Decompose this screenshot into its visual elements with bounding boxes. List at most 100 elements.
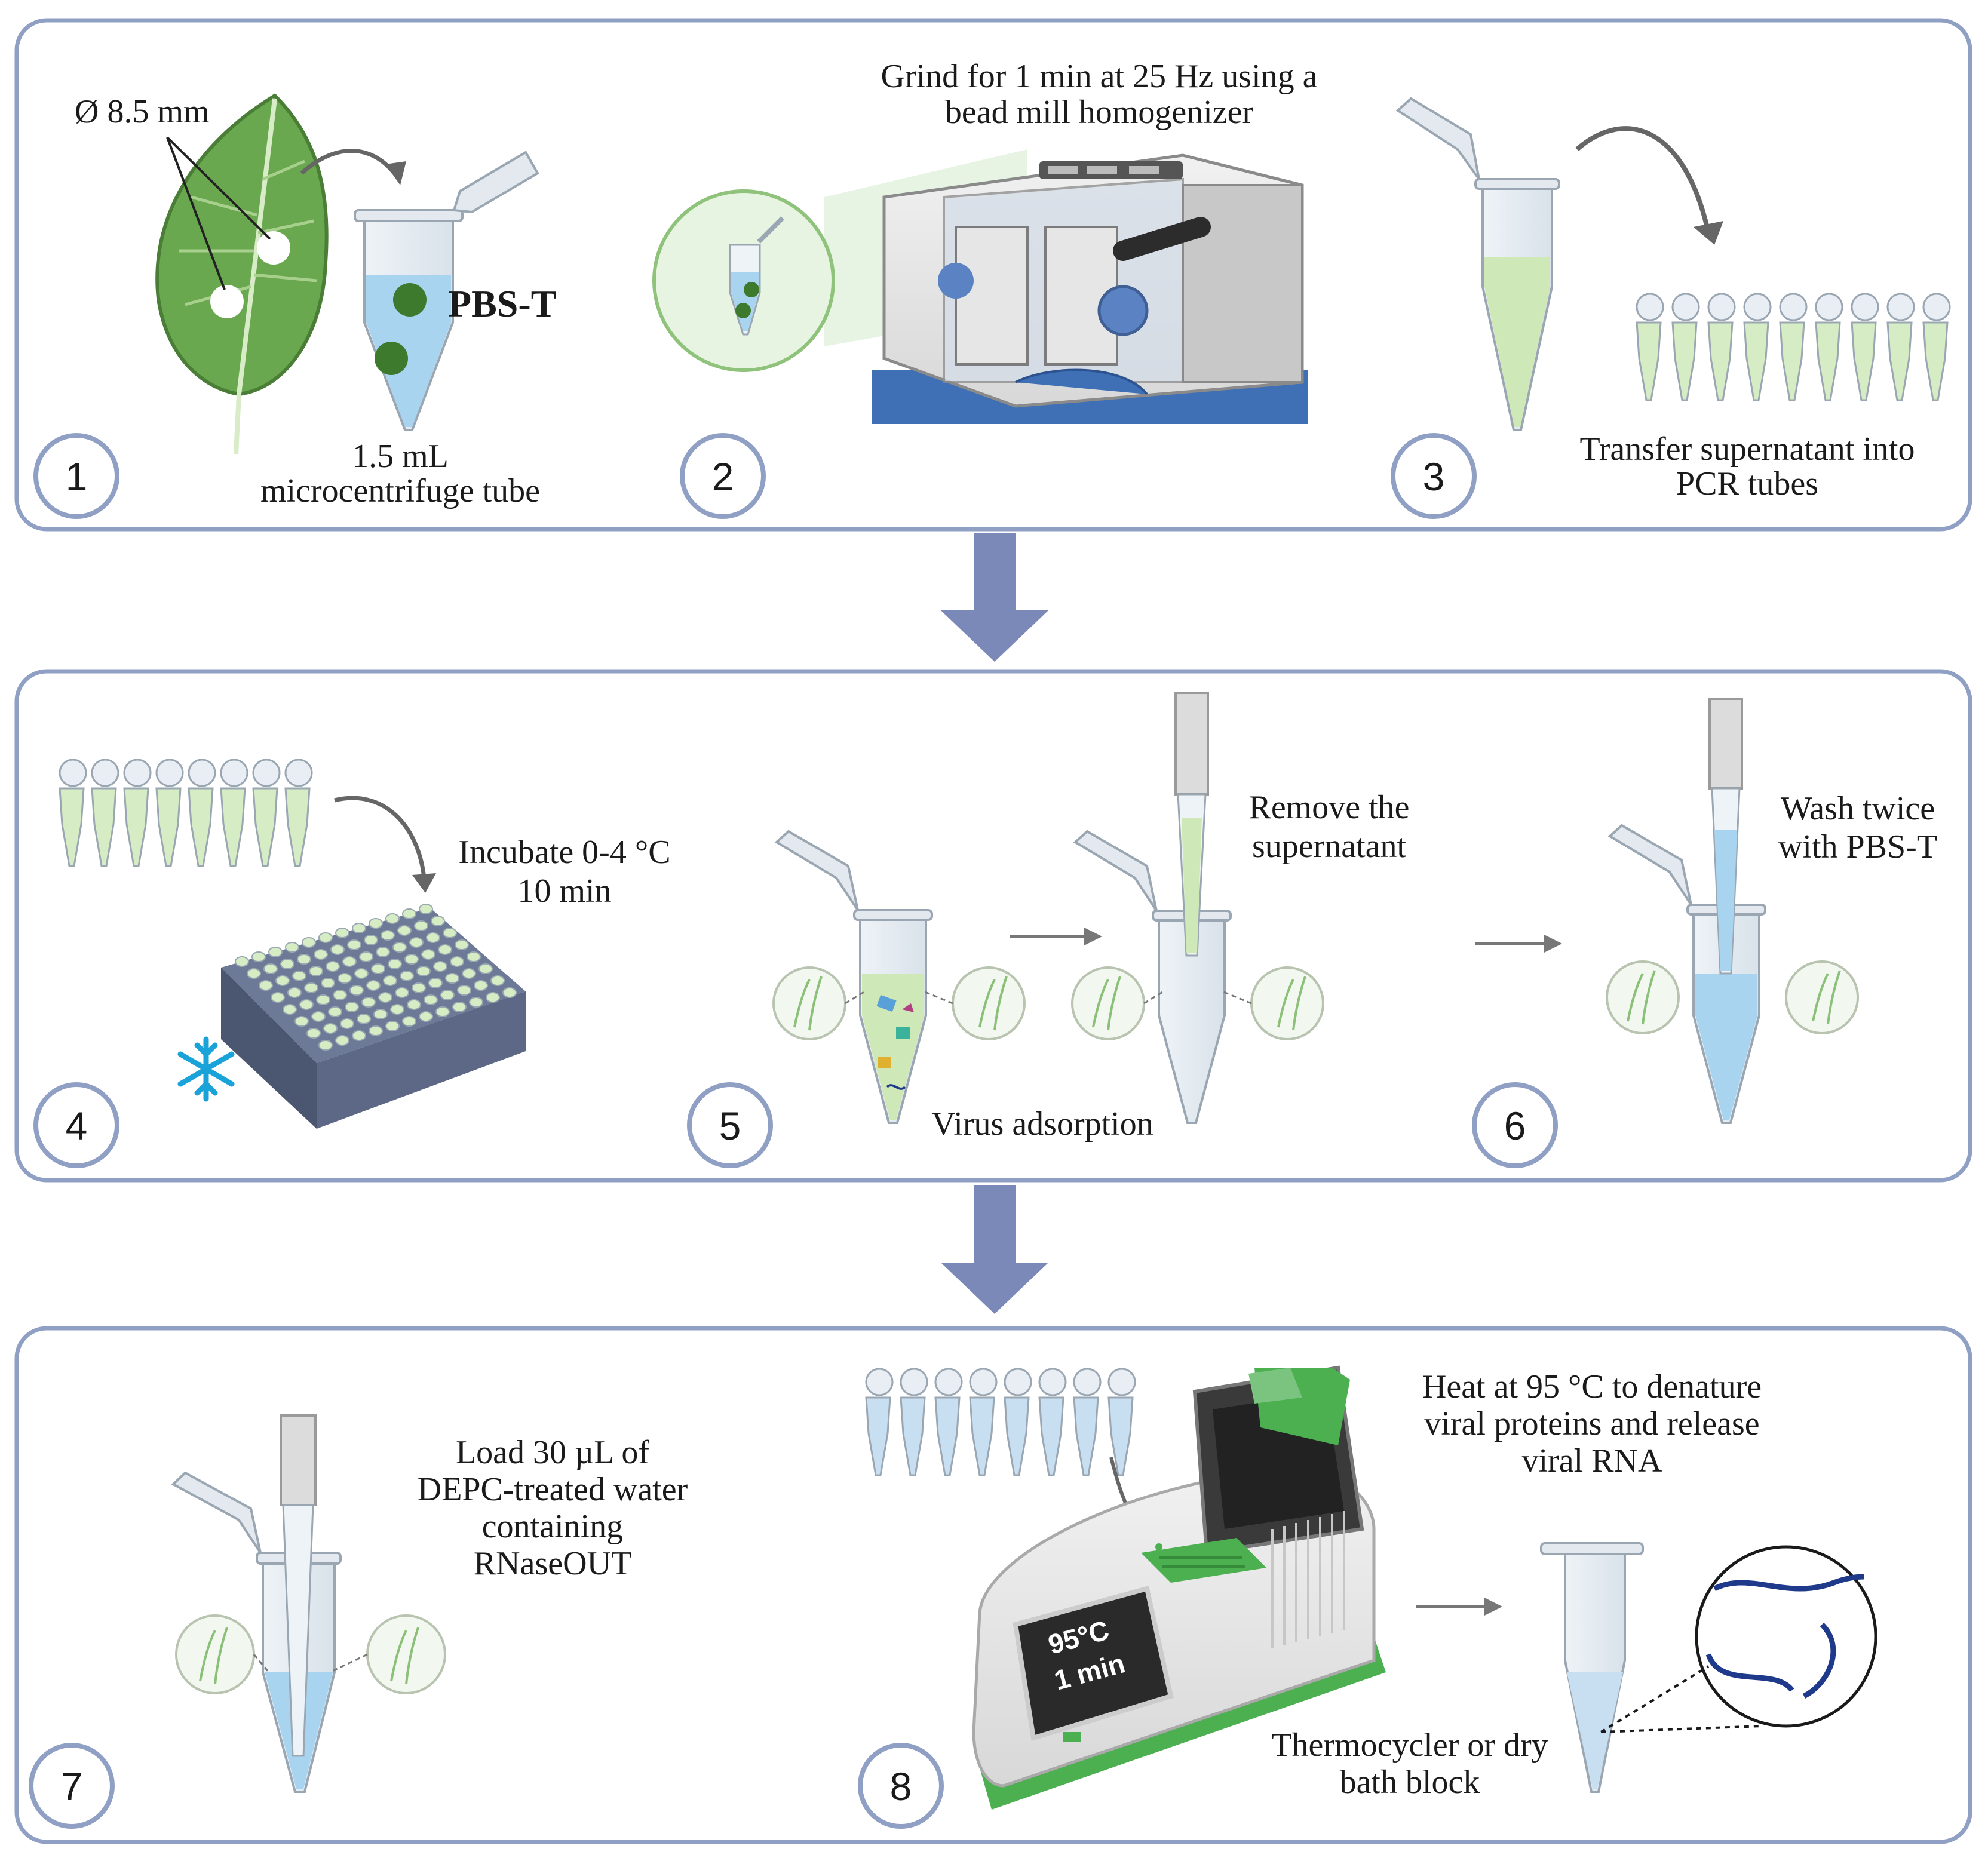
- step-badge-1: 1: [33, 433, 119, 519]
- step-badge-6: 6: [1472, 1082, 1558, 1168]
- pcr-tube: [1038, 1396, 1064, 1476]
- pipette-tube-icon: [1071, 692, 1324, 1124]
- adsorption-tube-icon: [772, 830, 1026, 1124]
- ice-well: [311, 1011, 326, 1022]
- ice-well: [490, 975, 505, 986]
- ice-well: [373, 1009, 388, 1019]
- ice-well: [321, 978, 335, 988]
- ice-well: [259, 980, 273, 991]
- ice-well: [335, 928, 349, 938]
- pcr-tube-cap: [900, 1368, 928, 1396]
- ice-well: [457, 985, 471, 996]
- ice-well: [381, 930, 395, 941]
- step6-label-line2: with PBS-T: [1778, 828, 1937, 865]
- ice-well: [302, 937, 316, 948]
- step6-label-line1: Wash twice: [1781, 790, 1935, 827]
- ice-well: [366, 980, 381, 991]
- ice-well: [469, 997, 483, 1008]
- pcr-tube-cap: [123, 759, 152, 787]
- ice-well: [400, 971, 414, 981]
- pcr-tube: [1107, 1396, 1134, 1476]
- ice-well: [409, 937, 424, 948]
- ice-well: [412, 982, 426, 993]
- ice-well: [486, 992, 500, 1003]
- ice-well: [297, 954, 311, 965]
- ice-well: [235, 956, 249, 967]
- step3-label-line2: PCR tubes: [1676, 465, 1818, 502]
- svg-text:5: 5: [719, 1104, 741, 1148]
- ice-well: [335, 1035, 349, 1046]
- pcr-tube: [865, 1396, 891, 1476]
- pcr-tube-cap: [91, 759, 119, 787]
- arrowhead-icon: [1544, 935, 1562, 953]
- ice-well: [309, 966, 323, 976]
- pcr-tube: [252, 787, 278, 867]
- tube-icon: [354, 151, 539, 431]
- pcr-tube: [1073, 1396, 1099, 1476]
- ice-well: [385, 1021, 400, 1031]
- ice-well: [271, 992, 285, 1003]
- pcr-tube-cap: [220, 759, 249, 787]
- pcr-tube: [188, 787, 214, 867]
- ice-well: [402, 908, 416, 919]
- ice-well: [474, 980, 488, 991]
- step8-heat-line3: viral RNA: [1522, 1442, 1662, 1479]
- panel-2: [14, 669, 1972, 1183]
- ice-well: [338, 973, 352, 984]
- pcr-tube: [969, 1396, 995, 1476]
- pcr-tube-cap: [1922, 293, 1951, 321]
- ice-well: [462, 968, 476, 979]
- svg-text:4: 4: [66, 1104, 88, 1148]
- pcr-tube-cap: [969, 1368, 998, 1396]
- ice-well: [424, 994, 438, 1005]
- panel-3: [14, 1326, 1972, 1844]
- step7-label-line2: DEPC-treated water: [418, 1471, 688, 1508]
- ice-well: [385, 913, 400, 924]
- ice-well: [452, 1002, 467, 1012]
- pcr-tube: [934, 1396, 961, 1476]
- thermocycler-icon: 95°C 1 min: [972, 1365, 1386, 1810]
- step8-heat-line1: Heat at 95 °C to denature: [1422, 1368, 1762, 1405]
- pcr-tube: [900, 1396, 926, 1476]
- pcr-tube-cap: [155, 759, 184, 787]
- remove-label-line2: supernatant: [1252, 828, 1407, 865]
- step-badge-4: 4: [33, 1082, 119, 1168]
- pcr-tube: [59, 787, 85, 867]
- ice-well: [275, 975, 290, 986]
- ice-well: [404, 954, 419, 965]
- pcr-tube-cap: [1073, 1368, 1102, 1396]
- ice-well: [428, 978, 443, 988]
- ice-well: [378, 992, 392, 1003]
- pcr-strip-icon: [1636, 293, 1951, 401]
- pcr-strip-icon: [59, 759, 313, 867]
- leaf-diameter-label: Ø 8.5 mm: [75, 93, 210, 130]
- pcr-tube-cap: [1707, 293, 1736, 321]
- pcr-tube-cap: [252, 759, 281, 787]
- ice-well: [450, 956, 464, 967]
- ice-well: [340, 1018, 354, 1029]
- ice-well: [323, 1023, 338, 1034]
- pcr-tube-cap: [59, 759, 87, 787]
- curved-arrow-icon: [334, 796, 427, 879]
- pcr-tube-cap: [188, 759, 216, 787]
- ice-well: [314, 949, 328, 960]
- ice-well: [383, 975, 397, 986]
- ice-well: [502, 987, 517, 998]
- rna-tube-icon: [1540, 1542, 1644, 1793]
- ice-block-icon: [221, 904, 526, 1129]
- panel-1: [14, 18, 1972, 532]
- step-badge-2: 2: [680, 433, 766, 519]
- ice-well: [285, 942, 299, 953]
- pcr-tube-cap: [1671, 293, 1700, 321]
- pcr-tube: [123, 787, 149, 867]
- pcr-tube: [1779, 321, 1805, 401]
- ice-well: [438, 944, 452, 955]
- ice-well: [251, 951, 266, 962]
- arrowhead-icon: [1694, 221, 1723, 245]
- ice-well: [445, 973, 459, 984]
- arrowhead-icon: [1484, 1598, 1502, 1616]
- snowflake-icon: [177, 1036, 235, 1102]
- svg-text:2: 2: [712, 455, 734, 499]
- pcr-tube-cap: [1107, 1368, 1136, 1396]
- ice-well: [431, 916, 445, 926]
